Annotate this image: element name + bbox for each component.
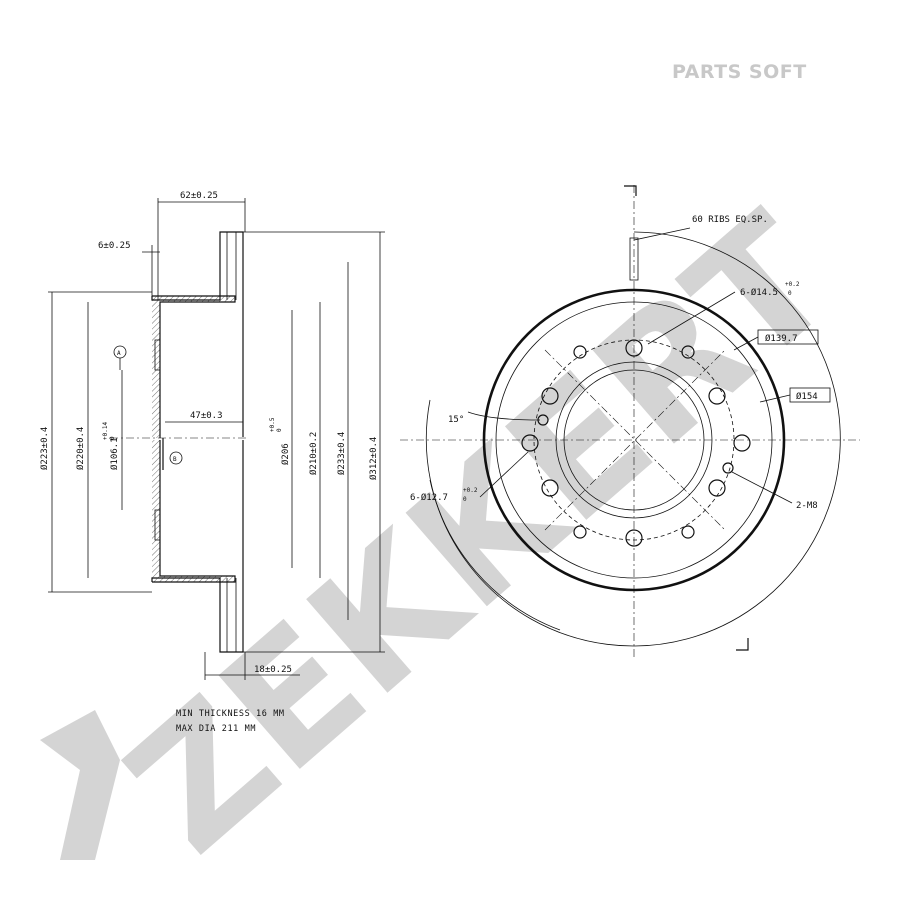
dim-47-label: 47±0.3 (190, 411, 223, 421)
holes-145-tol2: 0 (788, 290, 792, 297)
holes-127-tol: +0.2 (463, 487, 478, 494)
datum-b-label: B (173, 456, 177, 463)
dim-62-label: 62±0.25 (180, 191, 218, 201)
side-profile-upper (151, 231, 244, 437)
note-min-thickness: MIN THICKNESS 16 MM (176, 709, 285, 719)
side-hatch-top-flange (160, 296, 235, 302)
small-hole (573, 345, 587, 359)
datum-b-circle (169, 451, 183, 465)
threads-label: 2-M8 (796, 501, 818, 511)
dim-206-label: Ø206 (280, 443, 291, 465)
front-diag1 (544, 349, 726, 531)
section-marker-top (624, 185, 637, 196)
side-profile-lower (151, 440, 244, 653)
holes-145-label: 6-Ø14.5 (740, 287, 778, 298)
small-hole (573, 525, 587, 539)
holes-127-tol2: 0 (463, 496, 467, 503)
dia154-leader (759, 394, 791, 403)
dim-106-label: Ø106.1 (109, 437, 120, 470)
side-hatch-bottom-flange (160, 576, 235, 582)
bolt-holes-small (537, 345, 734, 539)
dim-106-tol: +0.14 (102, 422, 109, 440)
pcd-label: Ø139.7 (765, 333, 798, 344)
angle-arc (467, 411, 541, 421)
bolt-hole (625, 339, 643, 357)
dim-233-label: Ø233±0.4 (336, 432, 347, 475)
watermark-text: ZEKKERT (92, 178, 870, 890)
bolt-hole (708, 479, 726, 497)
dim-312-label: Ø312±0.4 (368, 437, 379, 480)
side-slot-lower (154, 509, 161, 541)
dim-210-label: Ø210±0.2 (308, 432, 319, 475)
bolt-holes-large (521, 339, 751, 547)
front-outer-circle (425, 231, 841, 647)
small-hole (681, 525, 695, 539)
note-max-dia: MAX DIA 211 MM (176, 724, 256, 734)
dim-6-label: 6±0.25 (98, 241, 131, 251)
small-hole (681, 345, 695, 359)
watermark: ZEKKERT (40, 178, 870, 891)
side-slot-upper (154, 339, 161, 371)
bolt-hole (541, 479, 559, 497)
holes-145-leader (647, 291, 736, 345)
rib-leader (633, 227, 691, 241)
front-outer-circle-left (429, 479, 561, 631)
thread-hole (722, 462, 734, 474)
threads-leader (731, 471, 793, 504)
holes-127-label: 6-Ø12.7 (410, 492, 448, 503)
dim-206-tol: +0.5 (269, 417, 276, 432)
side-hat-bottom (152, 440, 236, 583)
dia154-label: Ø154 (796, 391, 818, 402)
side-hatch-lower (152, 440, 160, 582)
front-view: 60 RIBS EQ.SP. 6-Ø14.5 +0.2 0 Ø139.7 (400, 185, 860, 660)
rib-label: 60 RIBS EQ.SP. (692, 215, 768, 225)
bolt-hole (521, 434, 539, 452)
datum-a-label: A (117, 350, 121, 357)
watermark-chevron (40, 710, 120, 860)
holes-145-tol: +0.2 (785, 281, 800, 288)
front-rib (629, 237, 639, 281)
front-diag2 (544, 349, 726, 531)
corner-brand-text: PARTS SOFT (672, 61, 807, 83)
pcd-leader (733, 336, 759, 351)
dim-106-tol2: 0 (109, 436, 116, 440)
dim-18-label: 18±0.25 (254, 665, 292, 675)
side-hatch-upper (152, 296, 160, 438)
bolt-hole (625, 529, 643, 547)
dim-206-tol2: 0 (276, 428, 283, 432)
bolt-hole (541, 387, 559, 405)
section-marker-bottom (736, 638, 749, 651)
angle-label: 15° (448, 415, 464, 425)
dim-220-label: Ø220±0.4 (75, 427, 86, 470)
bolt-hole (733, 434, 751, 452)
bolt-hole (708, 387, 726, 405)
holes-127-leader (479, 451, 529, 498)
side-view: 62±0.25 6±0.25 47±0.3 18±0.25 Ø223±0.4 Ø… (39, 191, 385, 680)
dim-223-label: Ø223±0.4 (39, 427, 50, 470)
